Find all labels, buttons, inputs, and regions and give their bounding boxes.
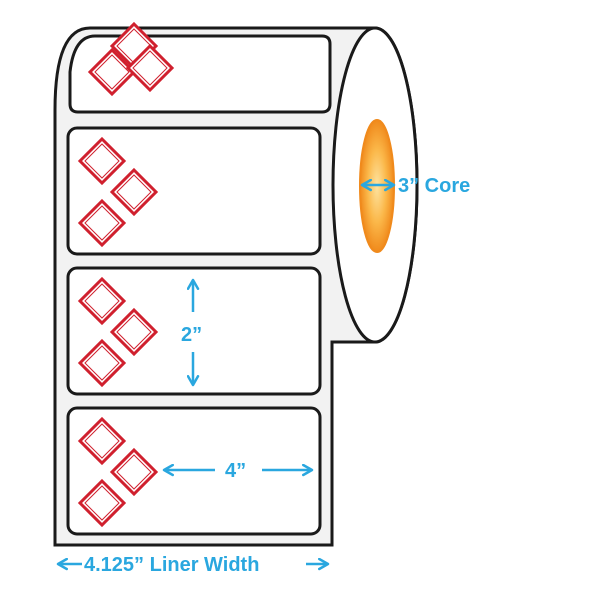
- label-height-label: 2”: [181, 324, 202, 346]
- diamond-symbol-icon-inner: [84, 205, 120, 241]
- diamond-symbol-icon-inner: [84, 283, 120, 319]
- diamond-symbol-icon: [77, 338, 127, 388]
- diamond-symbol-icon-inner: [84, 143, 120, 179]
- label-2: [66, 266, 322, 396]
- diamond-symbol-icon-inner: [94, 54, 130, 90]
- diamond-symbol-icon: [109, 447, 159, 497]
- diamond-symbol-icon: [77, 276, 127, 326]
- diamond-symbol-icon: [109, 307, 159, 357]
- diamond-symbol-icon-inner: [84, 423, 120, 459]
- diamond-symbol-icon: [125, 43, 175, 93]
- diamond-symbol-icon-inner: [84, 345, 120, 381]
- diamond-symbol-icon-inner: [84, 485, 120, 521]
- label-width-label: 4”: [225, 460, 246, 482]
- diamond-symbol-icon-inner: [116, 454, 152, 490]
- diamond-symbol-icon: [87, 47, 137, 97]
- liner-width-label: 4.125” Liner Width: [84, 554, 259, 576]
- diamond-symbol-icon-inner: [116, 174, 152, 210]
- diamond-symbol-icon: [77, 136, 127, 186]
- diamond-symbol-icon: [77, 416, 127, 466]
- diamond-symbol-icons: [77, 21, 175, 528]
- diamond-symbol-icon: [77, 198, 127, 248]
- diamond-symbol-icon: [77, 478, 127, 528]
- diamond-symbol-icon: [109, 167, 159, 217]
- diamond-symbol-icon-inner: [116, 314, 152, 350]
- label-1: [66, 126, 322, 256]
- diamond-symbol-icon-inner: [132, 50, 168, 86]
- core-dimension-label: 3” Core: [398, 175, 470, 197]
